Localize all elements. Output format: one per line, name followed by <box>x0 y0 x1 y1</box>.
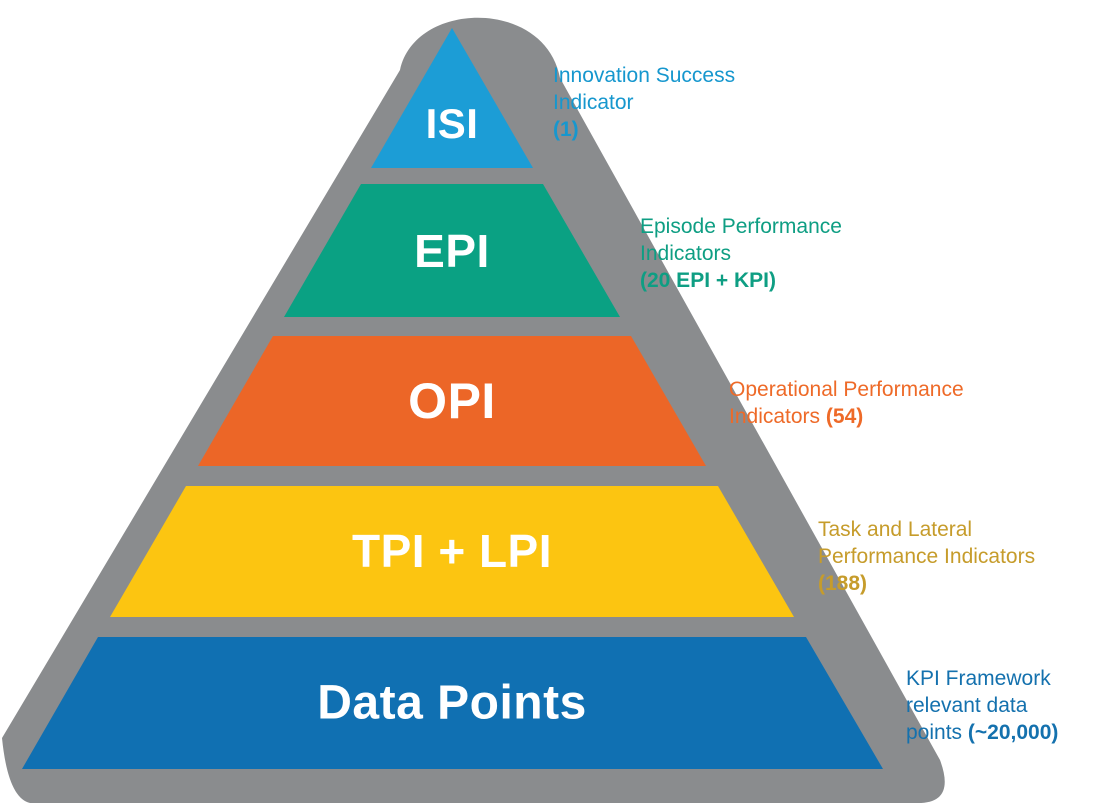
epi-description-line2: Indicators <box>640 242 732 265</box>
epi-band-shape <box>284 184 620 317</box>
tpi-lpi-band-shape <box>110 486 794 617</box>
opi-count: (54) <box>825 405 864 428</box>
opi-band-label: OPI <box>408 373 496 429</box>
data-points-description: KPI Framework relevant data points (~20,… <box>906 665 1058 746</box>
data-points-band-shape <box>22 637 883 769</box>
tpi-lpi-description: Task and Lateral Performance Indicators … <box>818 516 1035 597</box>
epi-count: (20 EPI + KPI) <box>640 269 776 292</box>
isi-description-line1: Innovation Success <box>553 64 736 87</box>
epi-description-line1: Episode Performance <box>640 215 842 238</box>
tpi-lpi-description-line2: Performance Indicators <box>818 545 1036 568</box>
data-points-description-line3: points <box>906 721 963 744</box>
opi-description: Operational Performance Indicators (54) <box>729 376 964 430</box>
epi-description: Episode Performance Indicators (20 EPI +… <box>640 213 842 294</box>
opi-band-shape <box>198 336 706 466</box>
isi-description: Innovation Success Indicator (1) <box>553 62 735 143</box>
data-points-count: (~20,000) <box>967 721 1059 744</box>
isi-description-line2: Indicator <box>553 91 634 114</box>
tpi-lpi-description-line1: Task and Lateral <box>818 518 973 541</box>
epi-band-label: EPI <box>414 225 490 277</box>
tpi-lpi-count: (188) <box>818 572 868 595</box>
isi-band-label: ISI <box>425 100 479 147</box>
opi-description-line1: Operational Performance <box>729 378 964 401</box>
isi-count: (1) <box>553 118 579 141</box>
isi-band-shape <box>371 28 533 168</box>
tpi-lpi-band-label: TPI + LPI <box>351 525 553 577</box>
data-points-band-label: Data Points <box>317 676 587 730</box>
data-points-description-line1: KPI Framework <box>906 667 1051 690</box>
data-points-description-line2: relevant data <box>906 694 1028 717</box>
opi-description-line2: Indicators <box>729 405 821 428</box>
